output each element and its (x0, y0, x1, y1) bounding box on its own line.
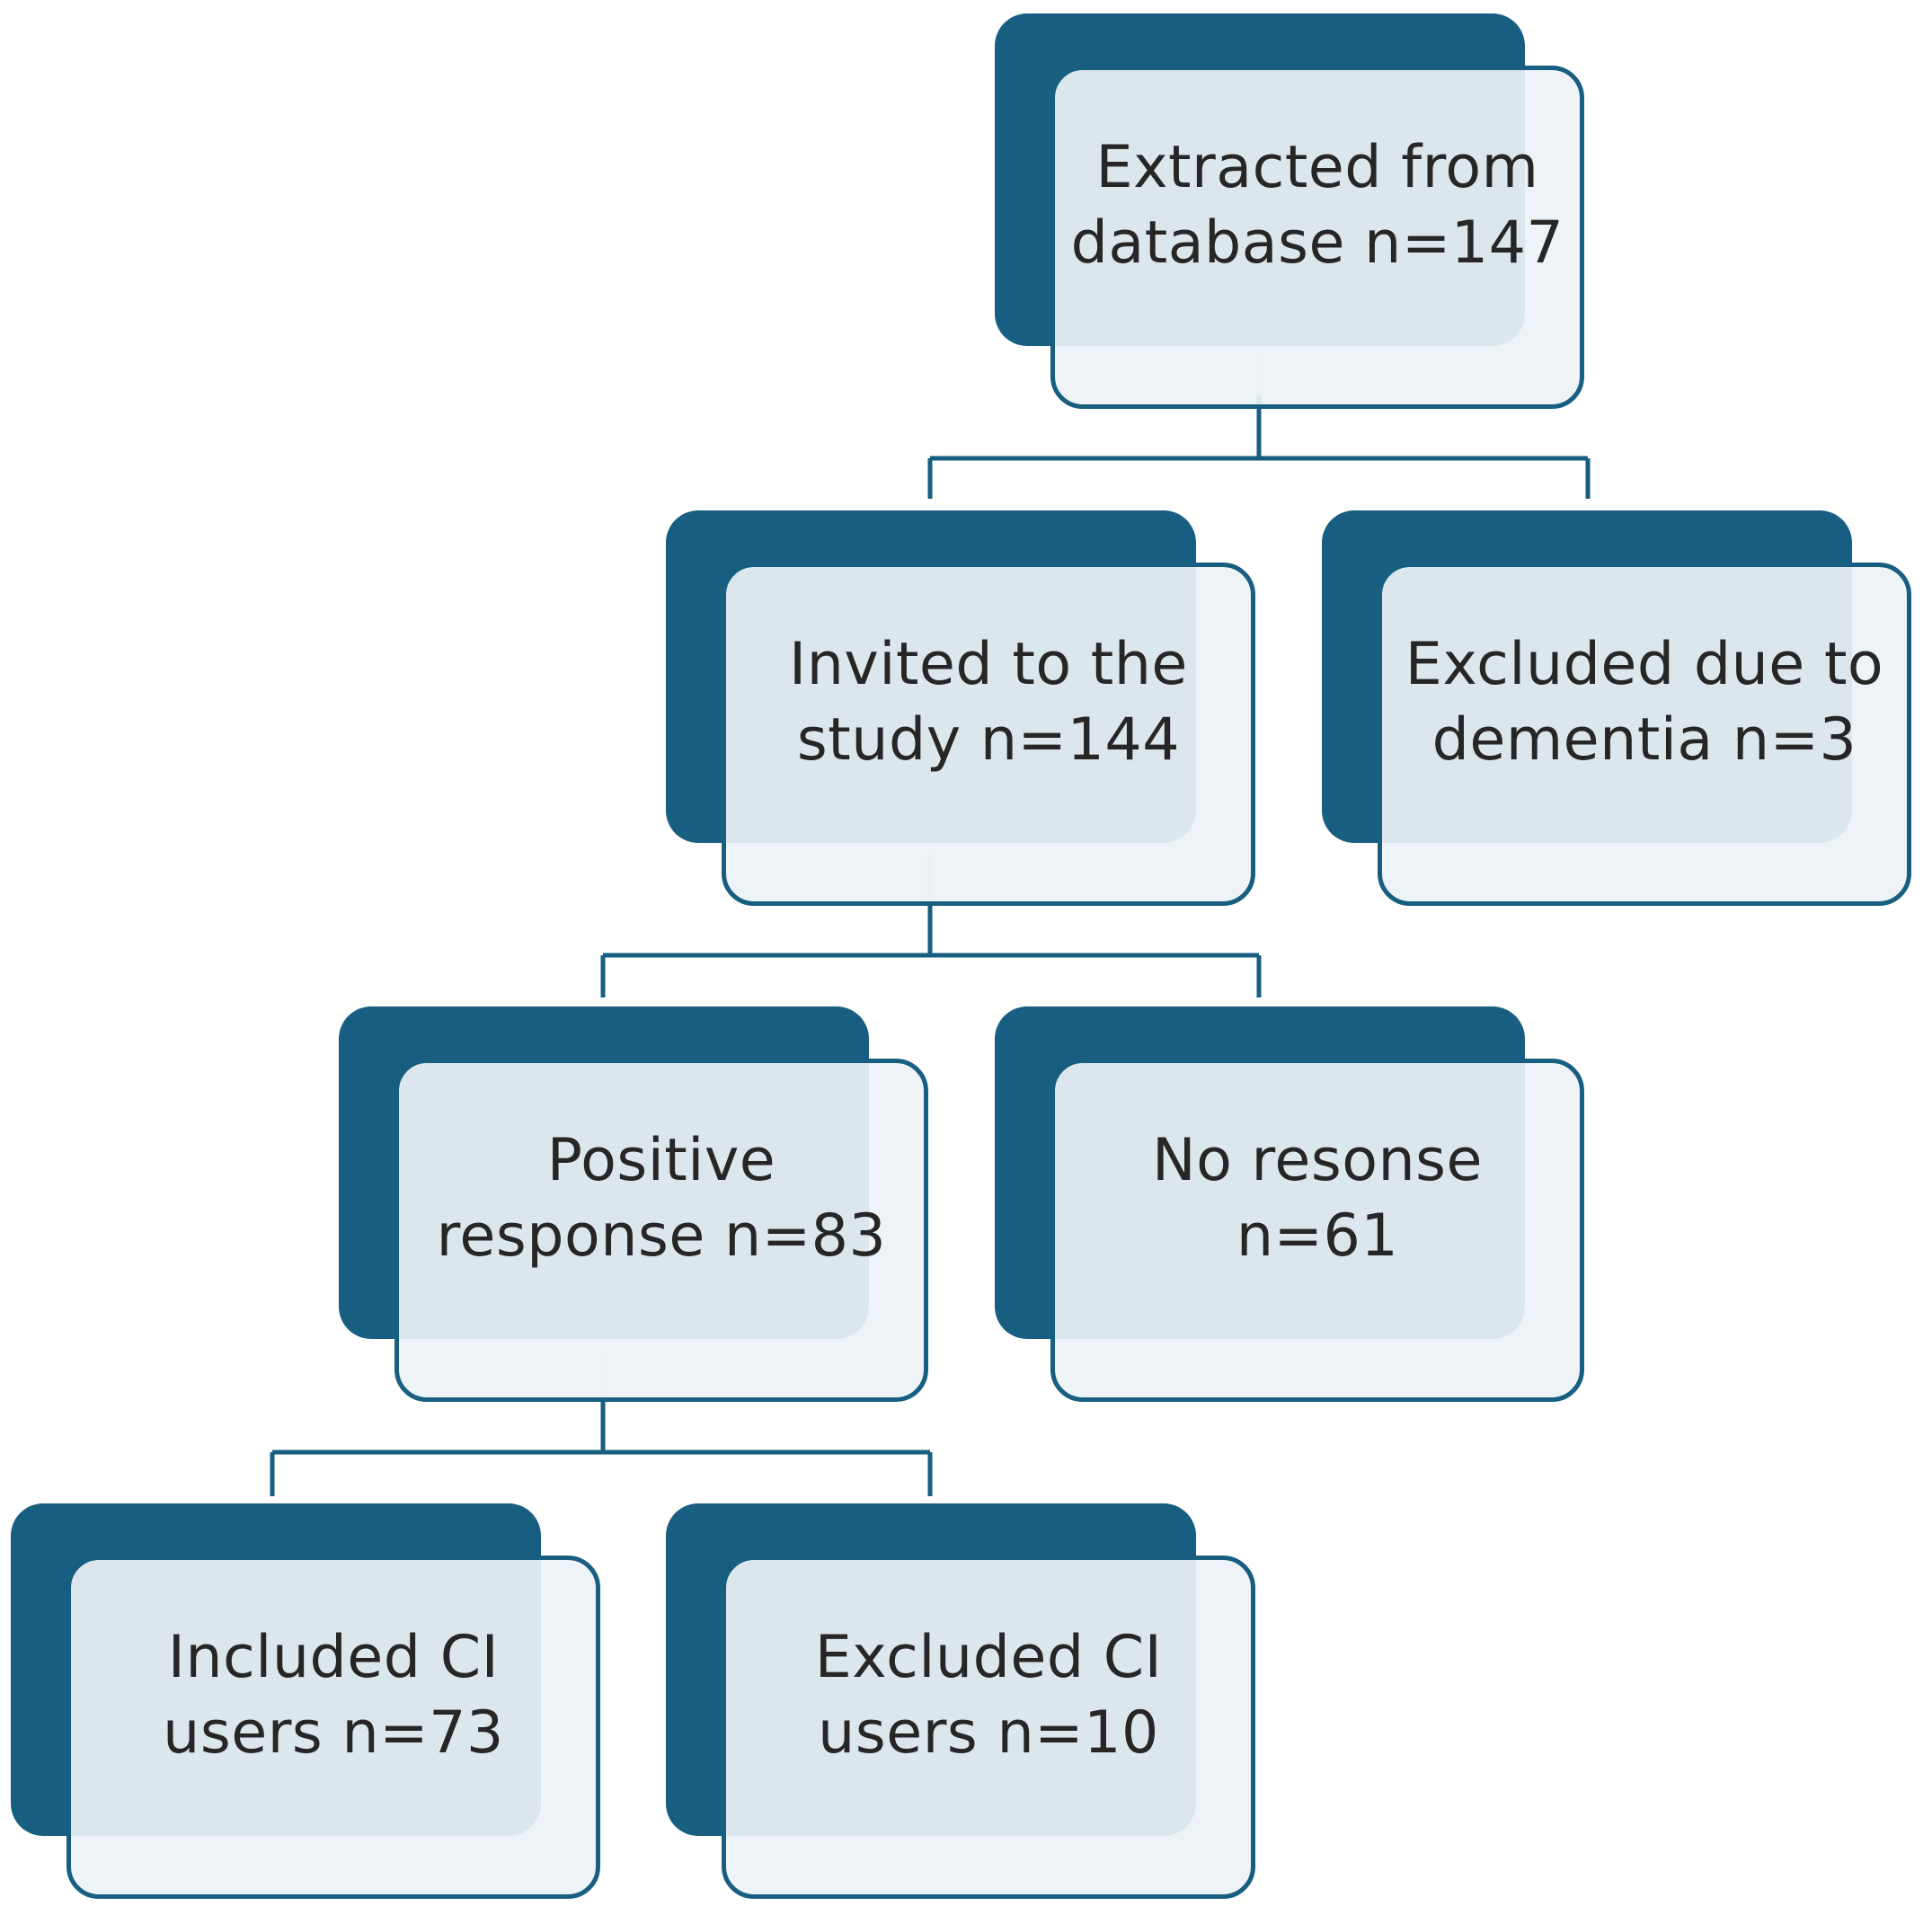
node-label: Included CI users n=73 (66, 1556, 600, 1836)
label-line-2: study n=144 (796, 706, 1181, 774)
label-line-1: Excluded due to (1405, 631, 1884, 698)
node-label: No resonse n=61 (1050, 1059, 1584, 1339)
connector-positive (270, 1402, 933, 1496)
node-excluded-dementia: Excluded due to dementia n=3 (1322, 510, 1911, 906)
label-line-2: users n=73 (163, 1699, 504, 1767)
label-line-1: Extracted from (1095, 134, 1539, 201)
label-line-2: database n=147 (1070, 209, 1564, 277)
connector-invited (600, 903, 1262, 997)
label-line-2: n=61 (1236, 1202, 1399, 1270)
node-front-shape (722, 563, 1255, 906)
node-front-shape (1378, 563, 1911, 906)
node-front-shape (1050, 66, 1584, 409)
node-label: Excluded CI users n=10 (722, 1556, 1255, 1836)
label-line-1: Invited to the (789, 631, 1188, 698)
label-line-2: users n=10 (818, 1699, 1159, 1767)
node-front-shape (1050, 1059, 1584, 1402)
label-line-1: Positive (546, 1127, 776, 1194)
label-line-1: No resonse (1151, 1127, 1484, 1194)
node-positive-response: Positive response n=83 (339, 1006, 928, 1402)
node-label: Excluded due to dementia n=3 (1378, 563, 1911, 843)
node-front-shape (66, 1556, 600, 1899)
node-label: Extracted from database n=147 (1050, 66, 1584, 346)
node-no-response: No resonse n=61 (995, 1006, 1584, 1402)
node-invited-to-study: Invited to the study n=144 (666, 510, 1255, 906)
label-line-2: response n=83 (436, 1202, 887, 1270)
label-line-1: Excluded CI (814, 1624, 1163, 1691)
node-excluded-ci-users: Excluded CI users n=10 (666, 1503, 1255, 1899)
connector-extracted (927, 395, 1591, 499)
node-label: Positive response n=83 (394, 1059, 928, 1339)
node-included-ci-users: Included CI users n=73 (11, 1503, 600, 1899)
node-label: Invited to the study n=144 (722, 563, 1255, 843)
node-front-shape (722, 1556, 1255, 1899)
node-extracted-from-database: Extracted from database n=147 (995, 13, 1584, 409)
label-line-1: Included CI (167, 1624, 500, 1691)
label-line-2: dementia n=3 (1431, 706, 1857, 774)
node-front-shape (394, 1059, 928, 1402)
